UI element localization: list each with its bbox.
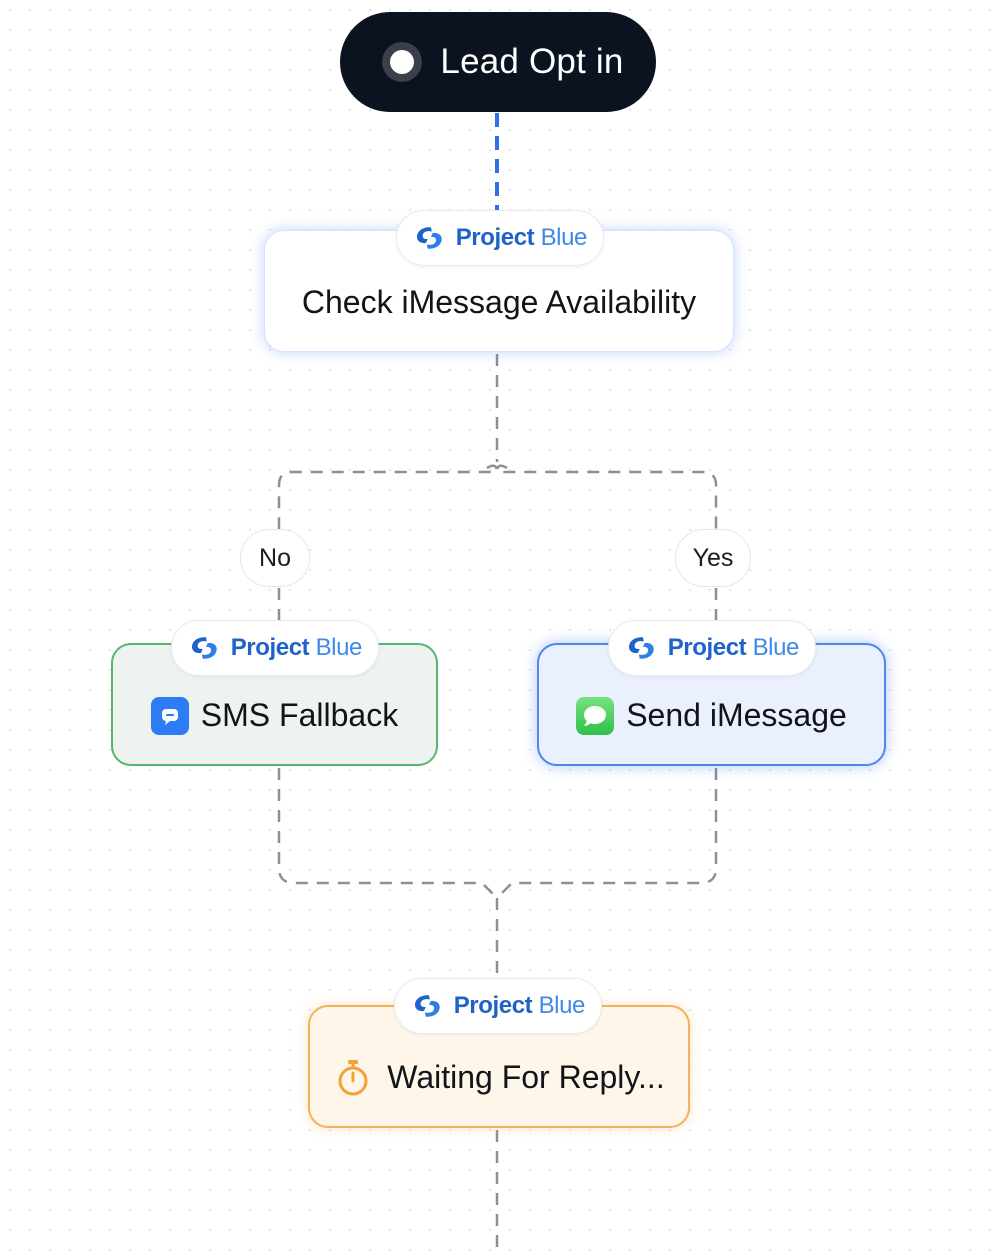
- trigger-label: Lead Opt in: [440, 42, 624, 81]
- brand-name: Project Blue: [230, 634, 363, 661]
- node-title: Waiting For Reply...: [387, 1059, 665, 1095]
- brand-name: Project Blue: [453, 992, 586, 1019]
- node-sms-fallback[interactable]: SMS Fallback: [111, 643, 438, 766]
- node-title: SMS Fallback: [200, 697, 399, 733]
- trigger-node-lead-opt-in[interactable]: Lead Opt in: [340, 12, 656, 112]
- radio-dot-icon: [382, 42, 423, 82]
- project-blue-logo-icon: [629, 637, 654, 659]
- connector-merge-left: [277, 768, 498, 899]
- node-title: Check iMessage Availability: [301, 283, 697, 320]
- connector-split-left: [277, 464, 499, 529]
- brand-badge: Project Blue: [608, 620, 816, 676]
- project-blue-logo-icon: [417, 227, 442, 249]
- sms-chat-icon: [150, 696, 189, 735]
- branch-label-no[interactable]: No: [240, 529, 310, 587]
- node-send-imessage[interactable]: Send iMessage: [537, 643, 886, 766]
- brand-name: Project Blue: [455, 224, 588, 251]
- node-title: Send iMessage: [626, 697, 847, 733]
- brand-badge: Project Blue: [171, 620, 379, 676]
- brand-name: Project Blue: [667, 634, 800, 661]
- brand-badge: Project Blue: [394, 978, 602, 1034]
- connector-split-right: [495, 464, 718, 529]
- imessage-bubble-icon: [576, 696, 615, 735]
- node-check-imessage-availability[interactable]: Check iMessage Availability: [264, 230, 734, 352]
- node-waiting-for-reply[interactable]: Waiting For Reply...: [308, 1005, 690, 1128]
- brand-badge: Project Blue: [396, 210, 604, 266]
- connector-merge-right: [496, 768, 718, 899]
- project-blue-logo-icon: [415, 995, 440, 1017]
- stopwatch-icon: [338, 1059, 368, 1095]
- project-blue-logo-icon: [192, 637, 217, 659]
- branch-label-yes[interactable]: Yes: [675, 529, 751, 587]
